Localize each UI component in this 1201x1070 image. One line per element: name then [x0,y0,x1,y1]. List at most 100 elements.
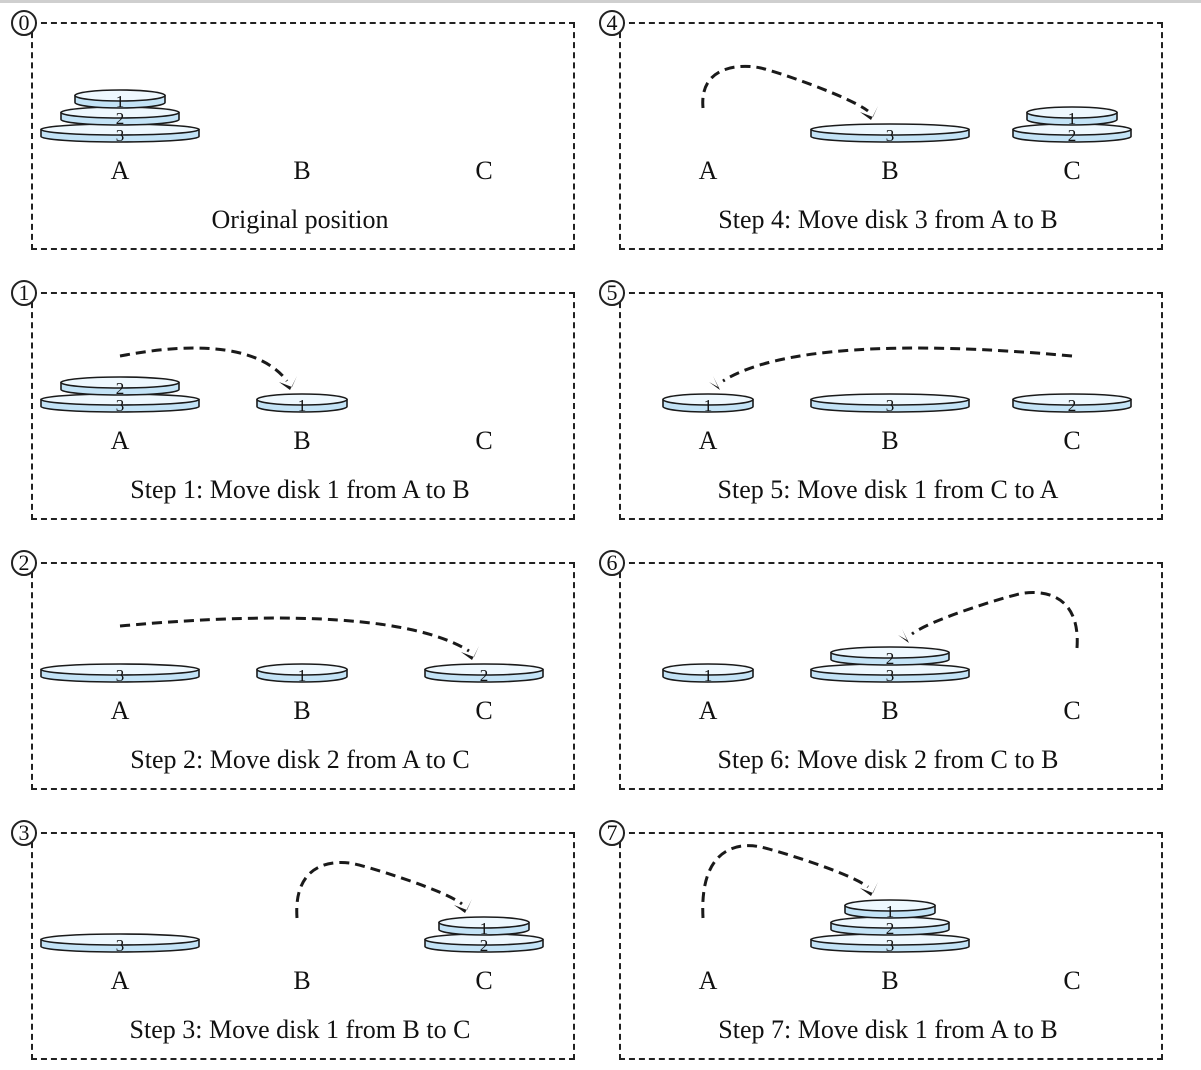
peg-label-b: B [293,966,311,995]
disk-label: 2 [480,936,489,955]
peg-label-a: A [698,696,718,725]
arrow-head-icon [279,376,297,390]
peg-label-a: A [110,156,130,185]
disk-2: 2 [830,646,950,668]
disk-label: 2 [1068,126,1077,145]
disk-label: 3 [116,126,125,145]
hanoi-scene: 3 21 [40,861,544,955]
step-caption: Original position [211,205,389,234]
disk-1: 1 [662,393,754,415]
peg-label-b: B [293,696,311,725]
peg-label-a: A [698,426,718,455]
disk-3: 3 [810,393,970,415]
disk-label: 1 [298,396,307,415]
disk-2: 2 [424,663,544,685]
disk-label: 1 [1068,109,1077,128]
disk-3: 3 [40,123,200,145]
peg-label-a: A [698,966,718,995]
disk-1: 1 [1026,106,1118,128]
step-number-badge: 7 [599,820,625,846]
disk-2: 2 [830,916,950,938]
move-arrow [295,861,463,919]
disk-1: 1 [662,663,754,685]
disk-3: 3 [40,393,200,415]
disk-3: 3 [810,933,970,955]
disk-3: 3 [40,933,200,955]
dashed-frame [31,832,575,1060]
disk-label: 1 [704,396,713,415]
disk-1: 1 [256,393,348,415]
disk-3: 3 [810,123,970,145]
move-arrow [119,346,289,382]
disk-label: 2 [116,109,125,128]
step-number-badge: 4 [599,10,625,36]
arrow-head-icon [860,106,878,120]
step-number-badge: 6 [599,550,625,576]
peg-label-a: A [110,426,130,455]
arrow-head-icon [461,646,479,660]
peg-label-b: B [293,426,311,455]
hanoi-scene: 321 [40,89,200,145]
disk-label: 1 [298,666,307,685]
step-number-badge: 5 [599,280,625,306]
step-caption: Step 2: Move disk 2 from A to C [130,745,470,774]
peg-label-a: A [698,156,718,185]
disk-label: 1 [480,919,489,938]
step-caption: Step 5: Move disk 1 from C to A [717,475,1059,504]
peg-label-b: B [881,426,899,455]
disk-1: 1 [74,89,166,111]
dashed-frame [619,832,1163,1060]
step-number-badge: 1 [11,280,37,306]
peg-label-c: C [1063,426,1081,455]
arrow-head-icon [709,376,720,390]
disk-1: 1 [438,916,530,938]
dashed-frame [31,22,575,250]
disk-2: 2 [60,376,180,398]
disk-label: 1 [116,92,125,111]
hanoi-scene: 3 1 2 [40,616,544,685]
hanoi-scene: 3 21 [701,64,1132,145]
peg-label-b: B [293,156,311,185]
disk-2: 2 [1012,123,1132,145]
dashed-frame [619,292,1163,520]
arrow-head-icon [454,899,472,913]
hanoi-scene: 1 3 2 [662,346,1132,415]
disk-1: 1 [844,899,936,921]
disk-2: 2 [1012,393,1132,415]
disk-1: 1 [256,663,348,685]
disk-label: 2 [886,649,895,668]
move-arrow [119,616,470,653]
arrow-head-icon [860,882,878,896]
step-caption: Step 7: Move disk 1 from A to B [718,1015,1058,1044]
peg-label-b: B [881,696,899,725]
disk-label: 1 [886,902,895,921]
dashed-frame [31,562,575,790]
peg-label-a: A [110,966,130,995]
move-arrow [701,64,869,113]
hanoi-scene: 32 1 [40,346,348,415]
dashed-frame [619,562,1163,790]
peg-label-c: C [475,156,493,185]
step-caption: Step 1: Move disk 1 from A to B [130,475,470,504]
hanoi-scene: 321 [701,844,970,955]
disk-label: 1 [704,666,713,685]
step-caption: Step 3: Move disk 1 from B to C [129,1015,471,1044]
peg-label-c: C [1063,696,1081,725]
peg-label-c: C [475,426,493,455]
step-caption: Step 6: Move disk 2 from C to B [717,745,1059,774]
disk-label: 3 [886,666,895,685]
disk-label: 2 [116,379,125,398]
disk-label: 3 [886,936,895,955]
disk-label: 2 [886,919,895,938]
peg-label-c: C [1063,156,1081,185]
disk-3: 3 [40,663,200,685]
step-number-badge: 0 [11,10,37,36]
peg-label-a: A [110,696,130,725]
